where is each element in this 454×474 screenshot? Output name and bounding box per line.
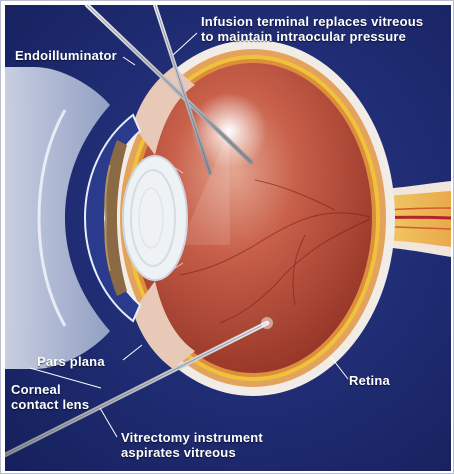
label-pars-plana: Pars plana xyxy=(37,354,105,369)
lens xyxy=(123,156,187,280)
label-vitrectomy-instrument: Vitrectomy instrument aspirates vitreous xyxy=(121,430,263,460)
label-infusion-terminal-line1: Infusion terminal replaces vitreous xyxy=(201,14,423,29)
label-infusion-terminal: Infusion terminal replaces vitreous to m… xyxy=(201,14,423,44)
label-corneal-contact-lens-line2: contact lens xyxy=(11,397,89,412)
label-vitrectomy-instrument-line2: aspirates vitreous xyxy=(121,445,263,460)
eye-surgery-illustration: Infusion terminal replaces vitreous to m… xyxy=(5,5,451,471)
label-corneal-contact-lens: Corneal contact lens xyxy=(11,382,89,412)
label-retina: Retina xyxy=(349,373,390,388)
label-vitrectomy-instrument-line1: Vitrectomy instrument xyxy=(121,430,263,445)
label-corneal-contact-lens-line1: Corneal xyxy=(11,382,89,397)
label-infusion-terminal-line2: to maintain intraocular pressure xyxy=(201,29,423,44)
label-endoilluminator: Endoilluminator xyxy=(15,48,117,63)
